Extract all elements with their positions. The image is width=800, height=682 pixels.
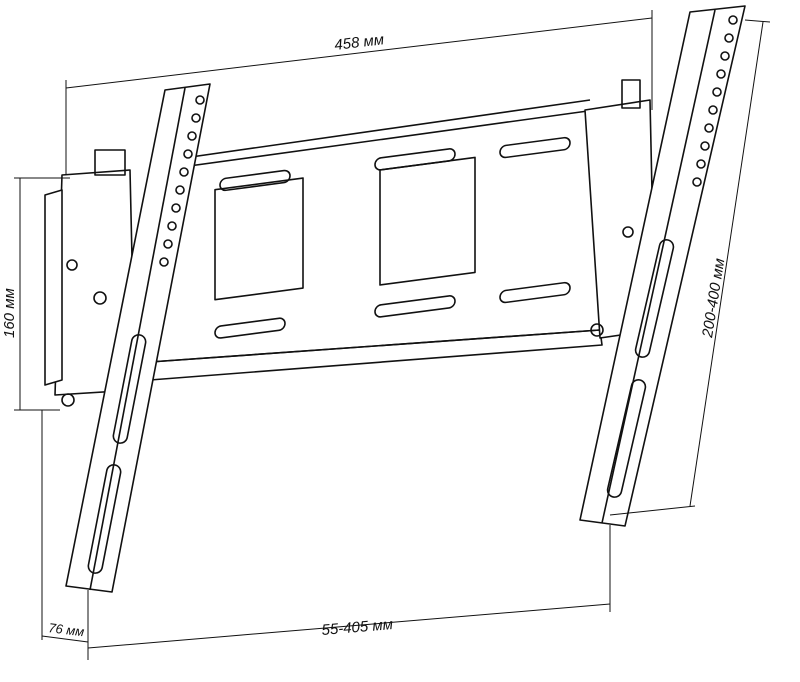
horizontal-range-label: 55-405 мм bbox=[321, 616, 394, 639]
depth-label: 76 мм bbox=[48, 620, 86, 639]
width-dimension: 458 мм bbox=[65, 10, 653, 200]
width-label: 458 мм bbox=[333, 31, 384, 54]
wall-plate bbox=[149, 99, 603, 381]
depth-dimension: 76 мм bbox=[41, 410, 89, 660]
right-arm-holes bbox=[692, 15, 738, 187]
vertical-range-label: 200-400 мм bbox=[699, 257, 728, 339]
left-arm-holes bbox=[159, 95, 205, 267]
height-label: 160 мм bbox=[1, 288, 18, 338]
left-arm bbox=[65, 83, 211, 593]
horizontal-range-dimension: 55-405 мм bbox=[87, 525, 611, 649]
height-dimension: 160 мм bbox=[1, 177, 70, 411]
right-arm bbox=[579, 5, 746, 527]
